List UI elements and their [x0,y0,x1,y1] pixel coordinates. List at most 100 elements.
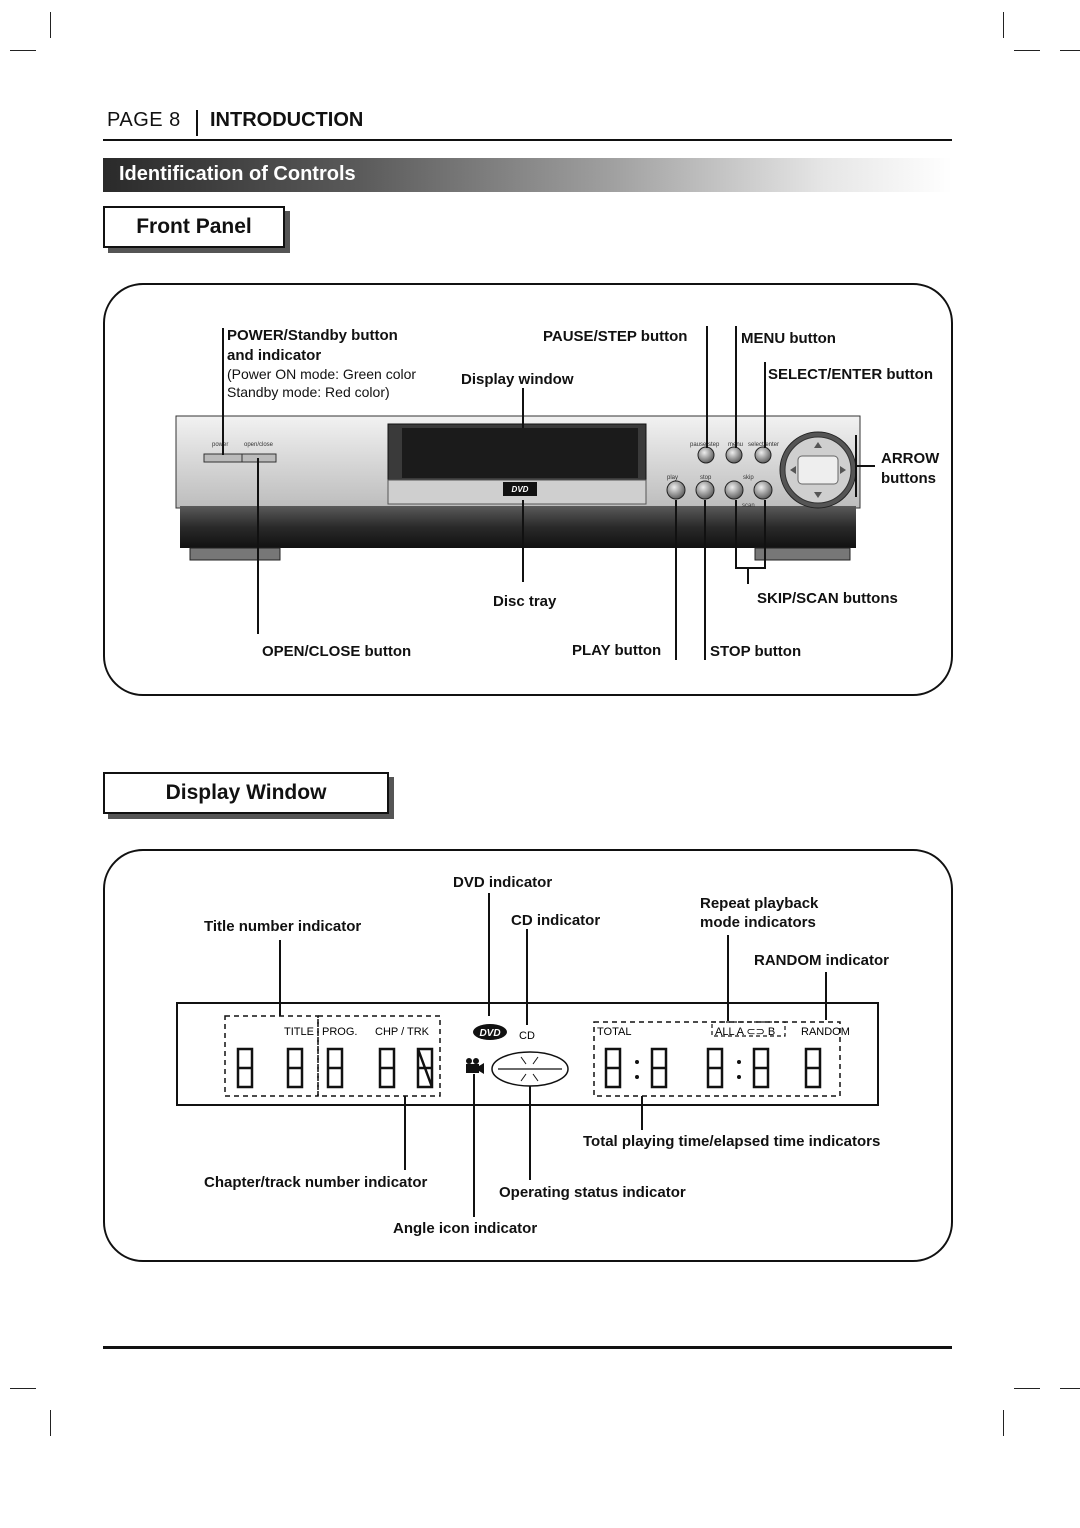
crop-mark [50,1410,51,1436]
dvd-logo [503,482,537,496]
header-rule [103,139,952,141]
chapter-track-label: Chapter/track number indicator [204,1174,428,1191]
arrow-left-icon[interactable] [790,466,796,474]
leader-line [855,465,875,467]
operating-status-label: Operating status indicator [499,1184,686,1201]
angle-icon-label: Angle icon indicator [393,1220,538,1237]
svg-text:power: power [212,442,228,448]
power-button[interactable] [203,453,243,463]
leader-line [641,1096,643,1130]
leader-line [488,893,490,1016]
leader-line [526,929,528,1025]
pause-step-label: PAUSE/STEP button [543,328,688,345]
skip-forward-button[interactable] [753,480,773,500]
leader-line [529,1086,531,1180]
chapter-title: INTRODUCTION [210,109,364,131]
power-note-1: (Power ON mode: Green color [227,366,417,382]
skip-scan-label: SKIP/SCAN buttons [757,590,898,607]
header-separator [196,110,198,136]
skip-back-button[interactable] [724,480,744,500]
leader-line [825,972,827,1020]
svg-text:PROG.: PROG. [322,1026,357,1038]
arrow-up-icon[interactable] [814,442,822,448]
leader-line [727,935,729,1021]
open-close-label: OPEN/CLOSE button [262,643,412,660]
crop-mark [1060,1388,1080,1389]
svg-text:scan: scan [742,503,755,509]
power-label: POWER/Standby button [227,327,398,344]
crop-mark [1003,1410,1004,1436]
leader-line [522,500,524,582]
leader-line [764,362,766,448]
arrow-right-icon[interactable] [840,466,846,474]
menu-label: MENU button [741,330,836,347]
svg-text:RANDOM: RANDOM [801,1026,850,1038]
arrow-down-icon[interactable] [814,492,822,498]
svg-text:DVD: DVD [512,485,529,494]
display-window-heading: Display Window [103,772,389,814]
repeat-label-2: mode indicators [700,914,816,931]
leader-line [279,940,281,1016]
svg-text:CD: CD [519,1030,535,1042]
page-number: PAGE 8 [107,109,181,131]
section-title-bar: Identification of Controls [103,158,952,192]
arrow-label: ARROW [881,450,940,467]
svg-text:ALL A ⊂⊃ B: ALL A ⊂⊃ B [715,1026,775,1038]
leader-line [704,500,706,660]
svg-text:pause/step: pause/step [690,442,720,448]
svg-text:skip: skip [743,475,754,481]
leader-line [764,500,766,568]
svg-text:DVD: DVD [479,1028,500,1039]
section-title: Identification of Controls [119,163,356,185]
leader-line [735,567,766,569]
select-enter-label: SELECT/ENTER button [768,366,933,383]
svg-text:play: play [667,475,678,481]
leader-line [222,328,224,455]
cd-indicator-label: CD indicator [511,912,601,929]
repeat-label: Repeat playback [700,895,819,912]
disc-tray-label: Disc tray [493,593,557,610]
dvd-indicator-label: DVD indicator [453,874,553,891]
leader-line [735,326,737,448]
crop-mark [1014,1388,1040,1389]
stop-label: STOP button [710,643,802,660]
select-enter-button[interactable] [754,446,772,464]
display-window-label: Display window [461,371,574,388]
menu-button[interactable] [725,446,743,464]
svg-text:open/close: open/close [244,442,274,448]
leader-line [257,458,259,634]
play-label: PLAY button [572,642,662,659]
random-indicator-label: RANDOM indicator [754,952,889,969]
power-note-2: Standby mode: Red color) [227,384,390,400]
svg-text:select/enter: select/enter [748,442,779,448]
leader-line [522,388,524,428]
crop-mark [50,12,51,38]
power-label-2: and indicator [227,347,322,364]
pause-step-button[interactable] [697,446,715,464]
leader-line [747,568,749,584]
svg-text:TOTAL: TOTAL [597,1026,631,1038]
crop-mark [1060,50,1080,51]
crop-mark [1014,50,1040,51]
leader-line [735,500,737,568]
footer-rule [103,1346,952,1349]
crop-mark [10,50,36,51]
leader-line [473,1074,475,1217]
front-panel-heading: Front Panel [103,206,285,248]
arrow-label-2: buttons [881,470,936,487]
total-playing-label: Total playing time/elapsed time indicato… [583,1133,881,1150]
play-button[interactable] [666,480,686,500]
stop-button[interactable] [695,480,715,500]
leader-line [675,500,677,660]
lcd-display-illustration: TITLE PROG. CHP / TRK DVD CD TOTAL ALL A… [176,1002,879,1106]
crop-mark [1003,12,1004,38]
open-close-button[interactable] [241,453,277,463]
crop-mark [10,1388,36,1389]
svg-text:stop: stop [700,475,712,481]
svg-text:CHP / TRK: CHP / TRK [375,1026,430,1038]
svg-text:TITLE: TITLE [284,1026,314,1038]
title-number-label: Title number indicator [204,918,362,935]
leader-line [706,326,708,448]
leader-line [404,1096,406,1170]
camera-icon [466,1058,484,1074]
